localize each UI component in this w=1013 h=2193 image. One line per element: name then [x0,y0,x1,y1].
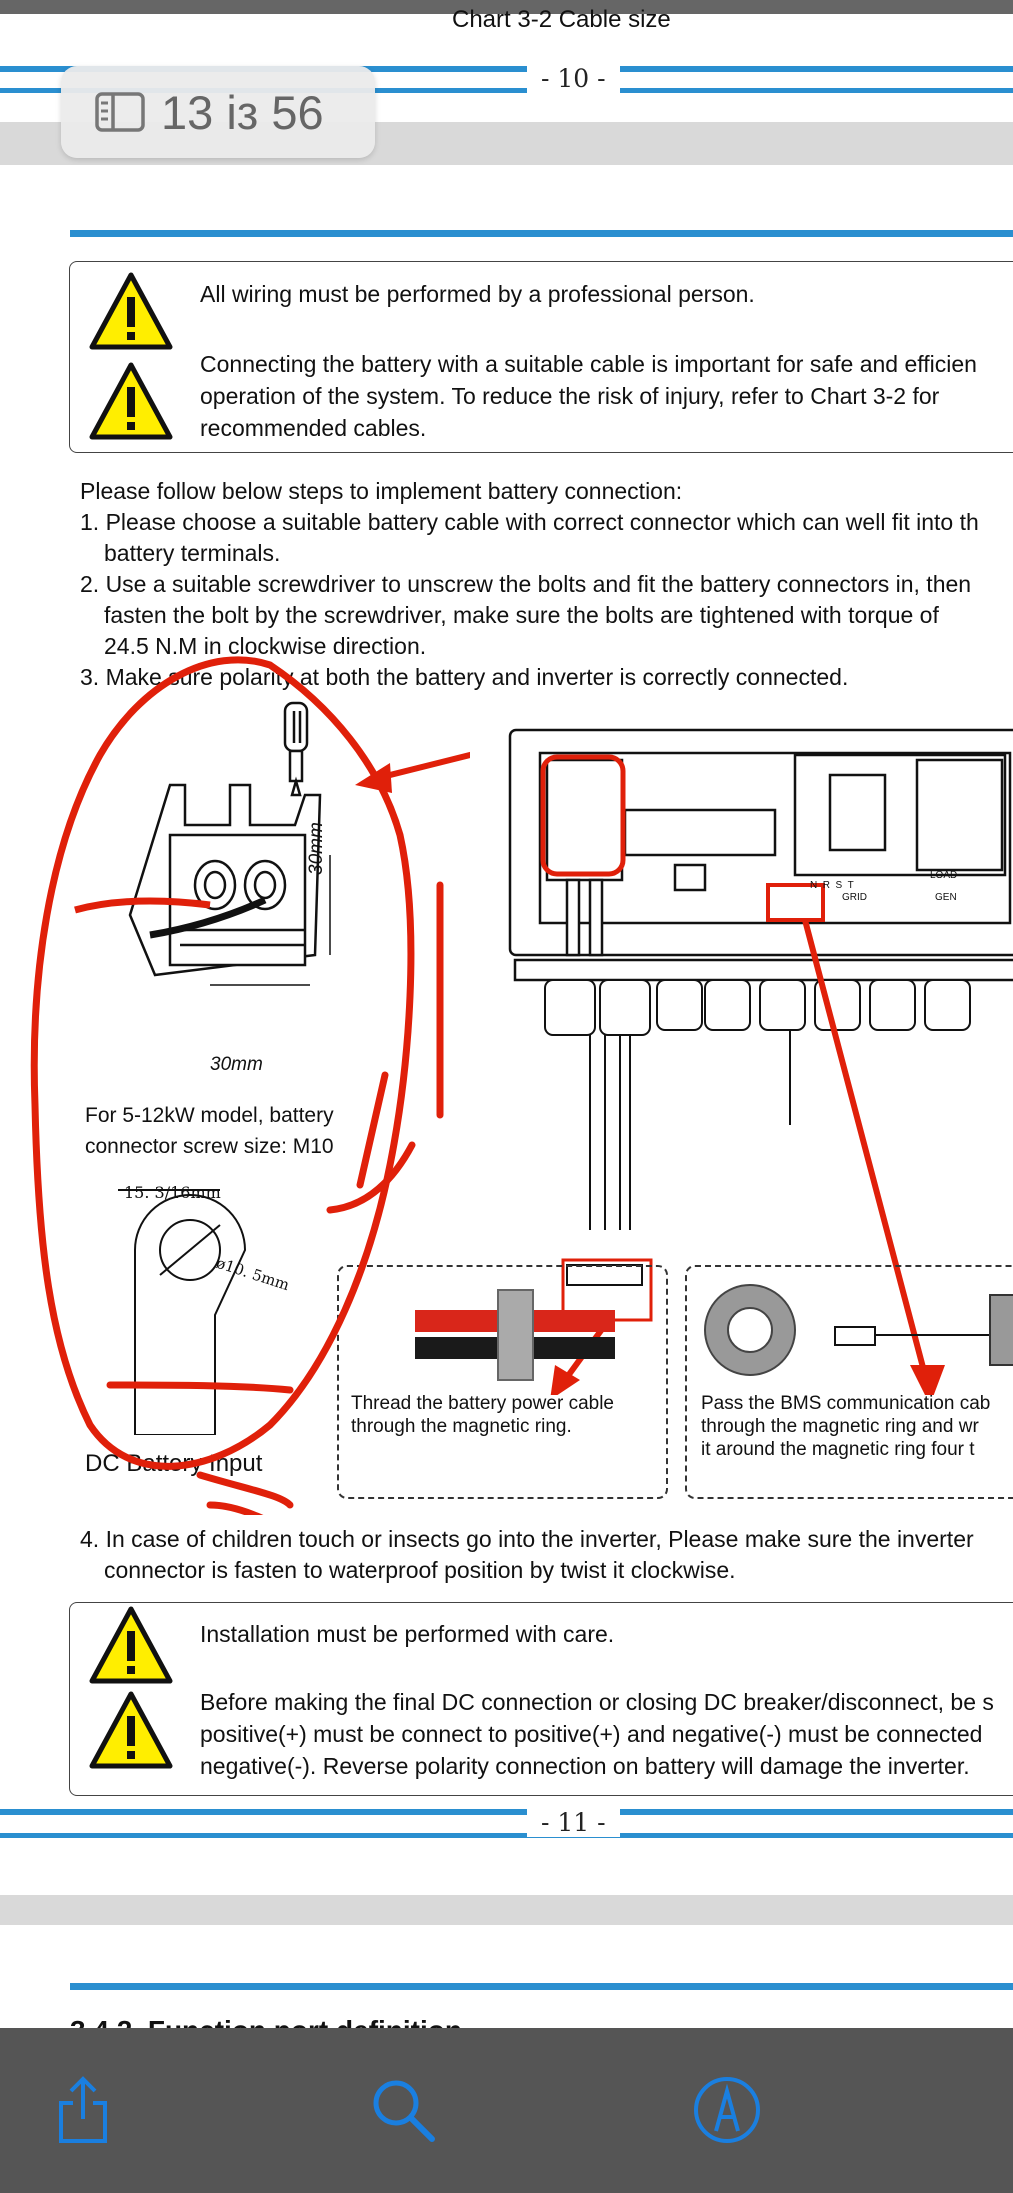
bms-box [685,1265,1013,1499]
bottom-toolbar [0,2028,1013,2193]
step-4-line-a: 4. In case of children touch or insects … [80,1526,974,1552]
model-note-a: For 5-12kW model, battery [85,1104,334,1127]
search-button[interactable] [368,2075,438,2145]
share-icon [59,2076,107,2143]
warning-top-line2b: operation of the system. To reduce the r… [200,383,940,409]
page-number-10: - 10 - [527,64,620,93]
main-page: All wiring must be performed by a profes… [0,165,1013,1895]
battery-terminal-diagram [74,701,331,986]
page-indicator[interactable]: 13 iз 56 [61,66,375,158]
warning-bottom-line1: Installation must be performed with care… [200,1621,615,1647]
warning-box-top [69,261,1013,453]
warning-top-line2a: Connecting the battery with a suitable c… [200,351,977,377]
page-number-11: - 11 - [527,1808,620,1837]
inverter-diagram [508,728,1013,1395]
warning-bottom-line2c: negative(-). Reverse polarity connection… [200,1753,970,1779]
warning-icon [89,272,173,350]
warning-icon [89,1691,173,1769]
next-page-top: 3.4.2. Function port definition [0,1925,1013,2028]
thread-note-a: Thread the battery power cable [351,1393,614,1414]
page-indicator-text: 13 iз 56 [161,85,324,139]
model-note-b: connector screw size: M10 [85,1135,334,1158]
step-1-line-a: 1. Please choose a suitable battery cabl… [80,509,979,535]
bms-note-a: Pass the BMS communication cab [701,1393,991,1414]
warning-box-bottom [69,1602,1013,1796]
magnetic-ring-illustration [415,1289,615,1381]
load-label: LOAD [930,870,958,881]
grid-label: GRID [842,892,867,903]
warning-icon [89,362,173,440]
steps-intro: Please follow below steps to implement b… [80,478,683,504]
red-annotation-scribble [30,656,470,1515]
step-2-line-b: fasten the bolt by the screwdriver, make… [104,602,939,628]
sidebar-icon [95,92,145,132]
lug-width: 15. 3/16mm [124,1183,221,1202]
markup-button[interactable] [692,2075,762,2145]
bms-note-b: through the magnetic ring and wr [701,1416,979,1437]
search-icon [373,2080,435,2142]
bms-note-c: it around the magnetic ring four t [701,1439,975,1460]
warning-top-line2c: recommended cables. [200,415,427,441]
step-1-line-b: battery terminals. [104,540,281,566]
step-2-line-c: 24.5 N.M in clockwise direction. [104,633,427,659]
warning-bottom-line2b: positive(+) must be connect to positive(… [200,1721,983,1747]
thread-note-b: through the magnetic ring. [351,1416,572,1437]
ring-lug-diagram [118,1189,247,1435]
chart-caption: Chart 3-2 Cable size [452,6,671,33]
markup-icon [694,2077,760,2143]
warning-top-line1: All wiring must be performed by a profes… [200,281,755,307]
share-button[interactable] [48,2075,118,2145]
step-4-line-b: connector is fasten to waterproof positi… [104,1557,736,1583]
gen-label: GEN [935,892,957,903]
dim-horizontal: 30mm [210,1054,263,1075]
step-2-line-a: 2. Use a suitable screwdriver to unscrew… [80,571,972,597]
warning-icon [89,1606,173,1684]
warning-bottom-line2a: Before making the final DC connection or… [200,1689,994,1715]
bms-cable-illustration [704,1284,1013,1376]
step-3: 3. Make sure polarity at both the batter… [80,664,849,690]
terminal-letters: N R S T [810,880,854,891]
magnetic-ring-box [337,1265,668,1499]
next-section-heading: 3.4.2. Function port definition [70,2015,462,2028]
